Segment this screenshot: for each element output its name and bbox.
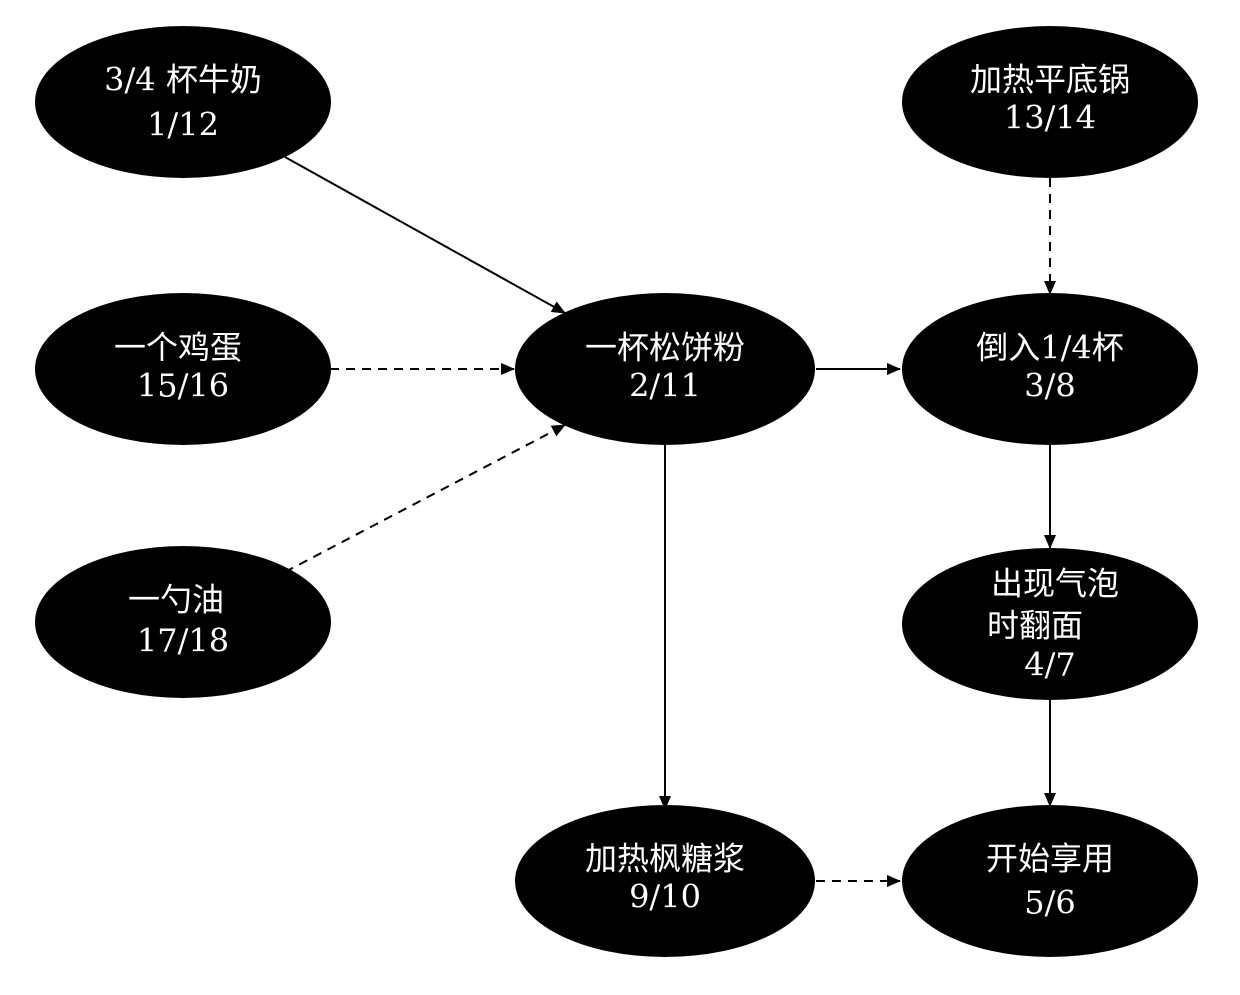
node-flip-label-2: 时翻面 bbox=[987, 607, 1083, 645]
node-egg: 一个鸡蛋 15/16 bbox=[35, 293, 331, 445]
node-milk-shape bbox=[35, 26, 331, 178]
node-pour: 倒入1/4杯 3/8 bbox=[902, 293, 1198, 445]
node-egg-shape bbox=[35, 293, 331, 445]
node-enjoy-shape bbox=[902, 805, 1198, 957]
node-syrup: 加热枫糖浆 9/10 bbox=[515, 805, 815, 957]
node-flip: 出现气泡 时翻面 4/7 bbox=[902, 548, 1198, 700]
node-flip-shape bbox=[902, 548, 1198, 700]
node-pour-label-2: 3/8 bbox=[1024, 367, 1076, 405]
node-pour-label-1: 倒入1/4杯 bbox=[976, 329, 1124, 367]
node-syrup-label-2: 9/10 bbox=[629, 878, 701, 916]
node-mix: 一杯松饼粉 2/11 bbox=[515, 293, 815, 445]
node-mix-shape bbox=[515, 293, 815, 445]
node-mix-label-2: 2/11 bbox=[629, 367, 701, 405]
node-enjoy-label-2: 5/6 bbox=[1024, 884, 1076, 922]
edge-oil-to-mix bbox=[284, 424, 566, 573]
node-syrup-shape bbox=[515, 805, 815, 957]
node-milk: 3/4 杯牛奶 1/12 bbox=[35, 26, 331, 178]
node-egg-label-2: 15/16 bbox=[137, 367, 229, 405]
node-heatpan: 加热平底锅 13/14 bbox=[902, 26, 1198, 178]
node-oil-label-1: 一勺油 bbox=[128, 581, 224, 619]
node-mix-label-1: 一杯松饼粉 bbox=[585, 329, 745, 367]
node-oil: 一勺油 17/18 bbox=[35, 546, 331, 698]
node-egg-label-1: 一个鸡蛋 bbox=[114, 329, 242, 367]
node-oil-label-2: 17/18 bbox=[137, 622, 229, 660]
node-milk-label-2: 1/12 bbox=[147, 106, 219, 144]
node-oil-shape bbox=[35, 546, 331, 698]
node-heatpan-shape bbox=[902, 26, 1198, 178]
node-flip-label-1: 出现气泡 bbox=[991, 565, 1119, 603]
edges-layer bbox=[284, 156, 1056, 887]
node-heatpan-label-1: 加热平底锅 bbox=[970, 61, 1130, 99]
node-pour-shape bbox=[902, 293, 1198, 445]
node-flip-label-3: 4/7 bbox=[1024, 646, 1076, 684]
node-enjoy: 开始享用 5/6 bbox=[902, 805, 1198, 957]
node-milk-label-1: 3/4 杯牛奶 bbox=[104, 61, 262, 99]
node-enjoy-label-1: 开始享用 bbox=[986, 840, 1114, 878]
node-heatpan-label-2: 13/14 bbox=[1004, 99, 1096, 137]
node-syrup-label-1: 加热枫糖浆 bbox=[585, 840, 745, 878]
edge-milk-to-mix bbox=[284, 156, 566, 314]
